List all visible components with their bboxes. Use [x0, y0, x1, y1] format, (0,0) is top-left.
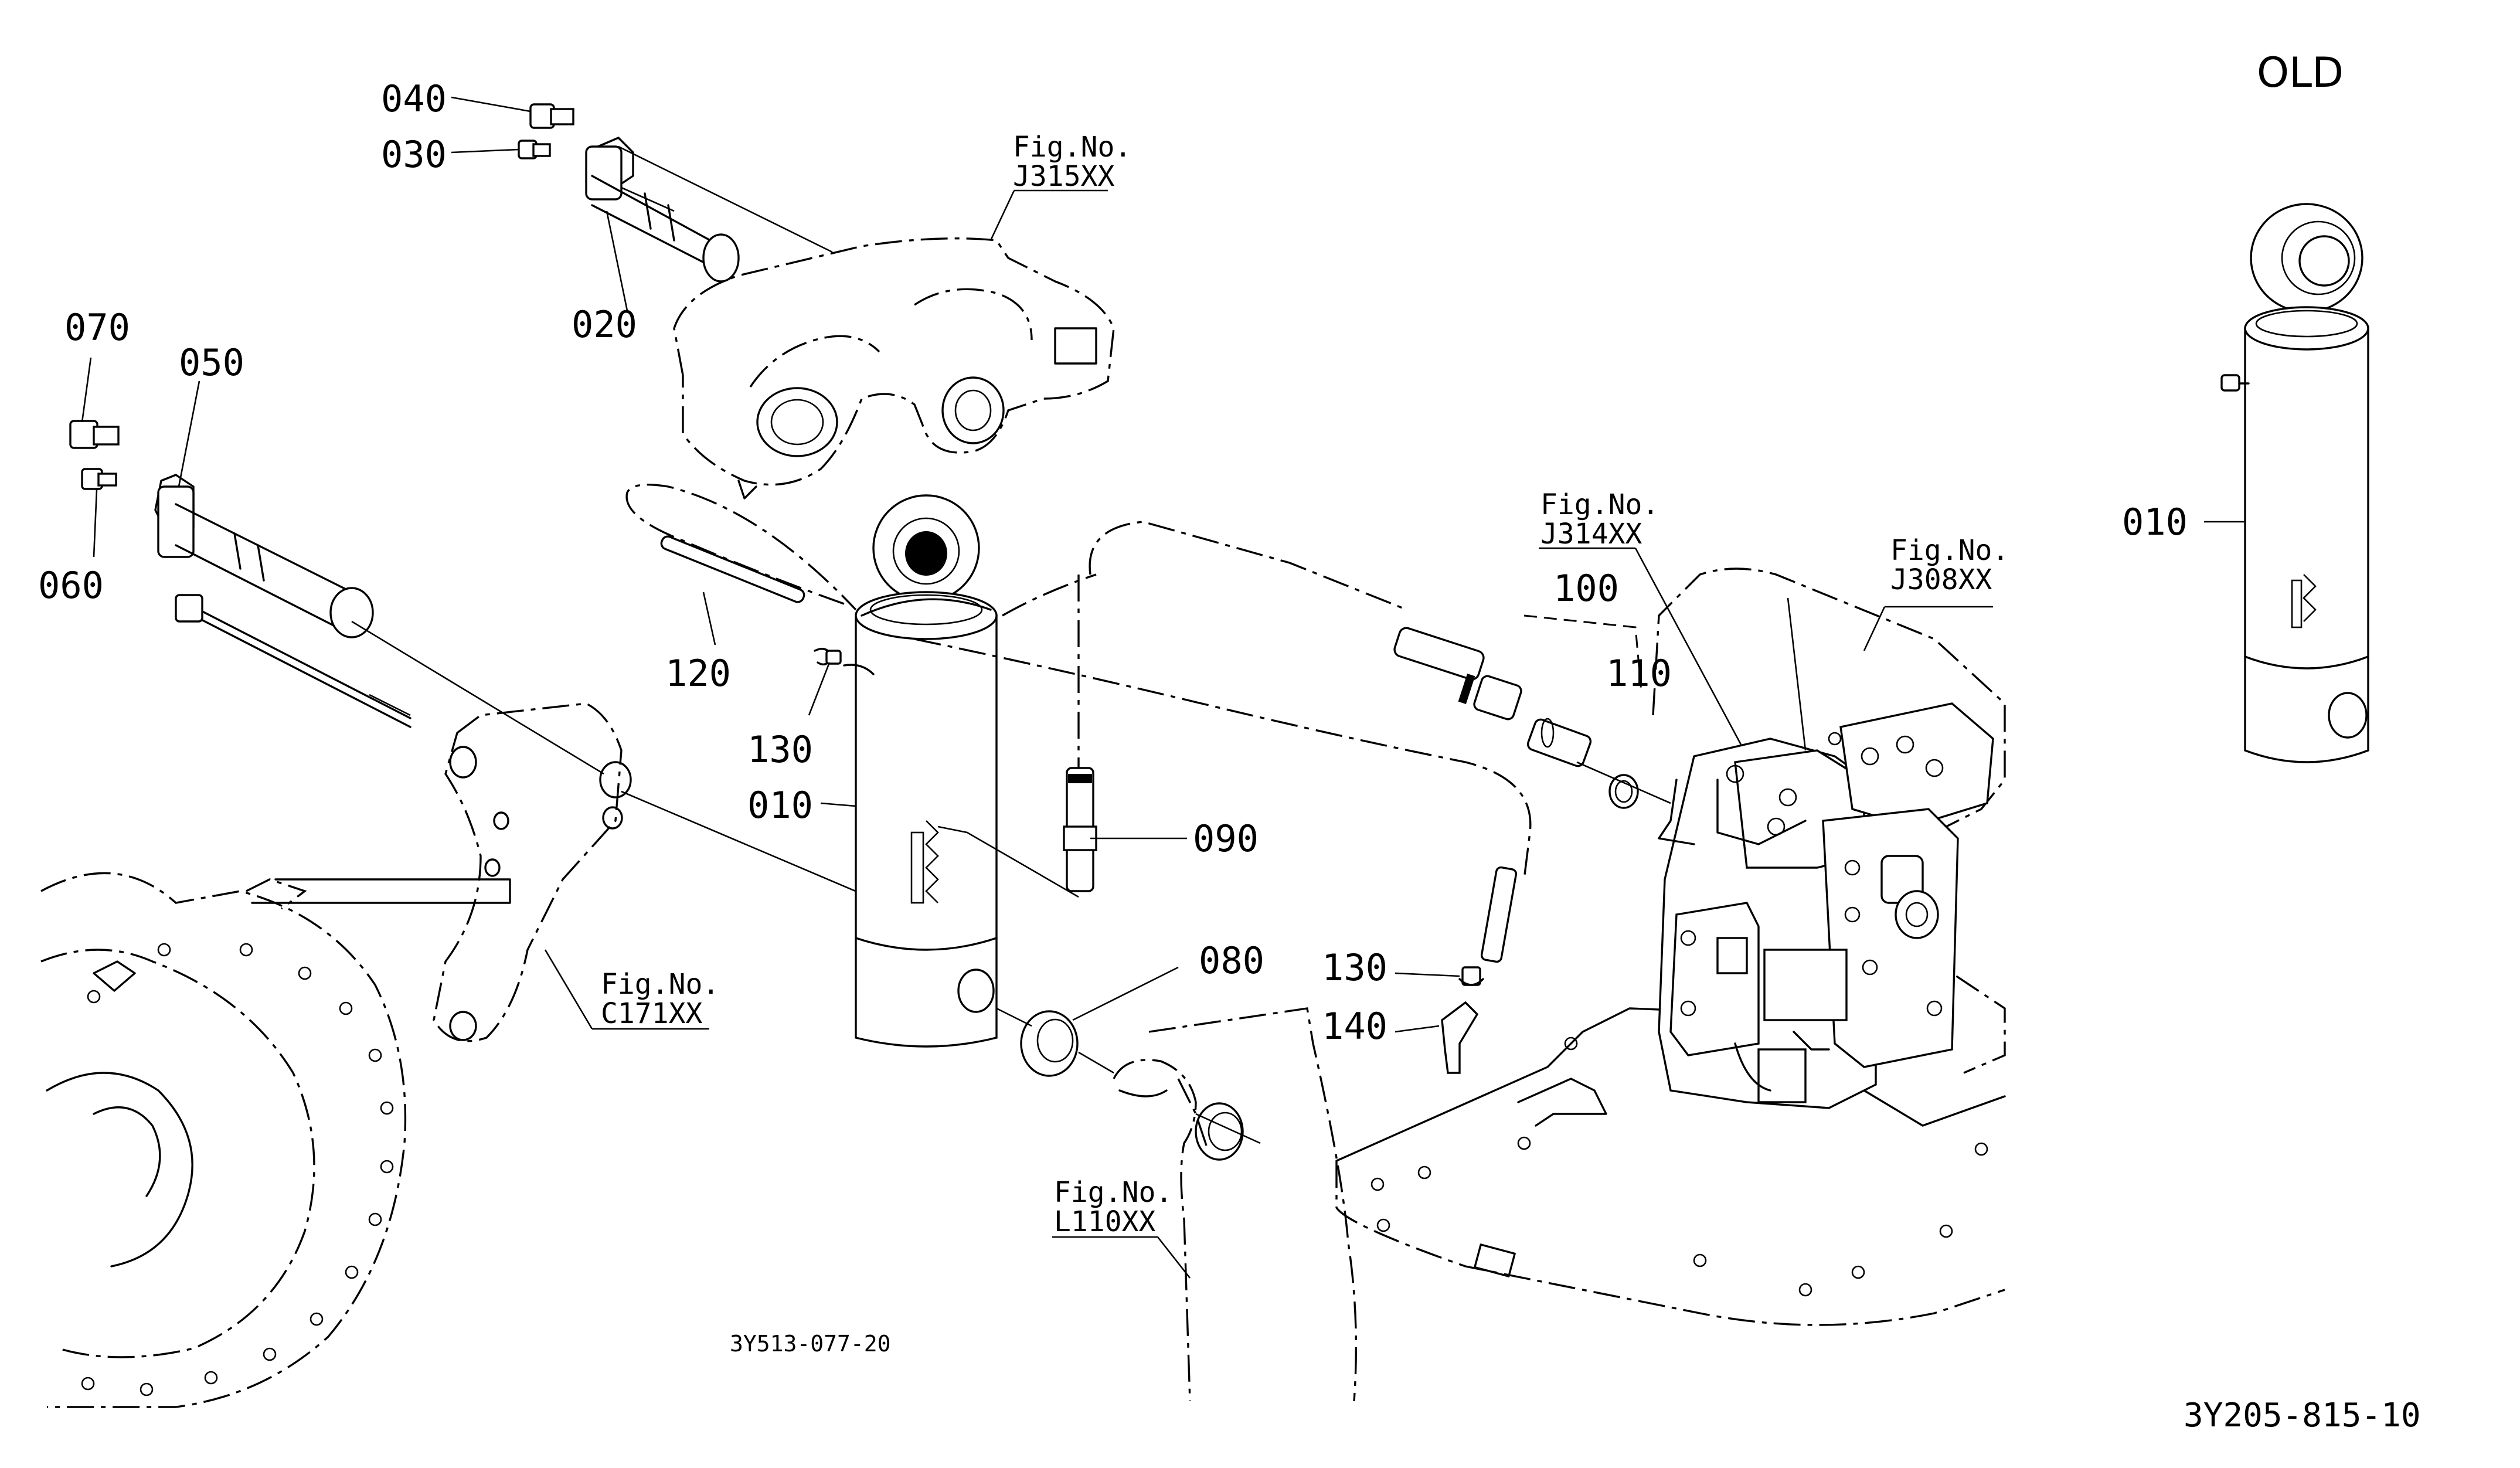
callout-120: 120 [665, 652, 731, 695]
callout-100: 100 [1553, 567, 1619, 610]
callout-110: 110 [1606, 652, 1672, 695]
ref-j308-label: Fig.No. [1890, 534, 2009, 567]
old-cylinder-010 [2220, 203, 2369, 763]
adapter-100 [1526, 718, 1592, 767]
callout-020: 020 [572, 303, 637, 346]
callout-010-old: 010 [2122, 501, 2188, 543]
cylinder-decal [910, 820, 939, 904]
ref-j308-code: J308XX [1890, 563, 1992, 596]
elbow-140 [1441, 1001, 1479, 1074]
valve-assembly-phantom [1335, 568, 2006, 1326]
callout-130-left: 130 [747, 728, 813, 771]
ref-j315-code: J315XX [1013, 160, 1114, 193]
sub-drawing-number: 3Y513-077-20 [730, 1331, 891, 1357]
sensor-line-090 [937, 521, 1407, 898]
callout-010-main: 010 [747, 784, 813, 827]
callout-090: 090 [1193, 817, 1259, 860]
bolt-060 [81, 468, 117, 490]
housing-bolt-holes [81, 943, 394, 1396]
pipe-130-140 [1441, 866, 1518, 1074]
valve-body-block [1658, 702, 1994, 1109]
base-plate-holes [1370, 1037, 1988, 1297]
pin-020-assembly [518, 103, 833, 283]
callout-070: 070 [64, 306, 130, 349]
o-ring-110 [1608, 774, 1639, 809]
cylinder-010 [855, 494, 998, 1048]
lift-arm-phantom [673, 237, 1115, 499]
pin-050-assembly [69, 420, 412, 728]
bolt-030 [518, 140, 551, 159]
bracket-phantom [351, 620, 897, 1042]
old-cylinder-grease-nipple [2220, 374, 2250, 392]
callout-030: 030 [381, 133, 447, 176]
ref-l110-label: Fig.No. [1054, 1176, 1172, 1209]
lower-link-phantom [1113, 1007, 1358, 1402]
valve-holes [1680, 732, 1944, 1017]
callout-050: 050 [179, 341, 244, 384]
bolt-070 [69, 420, 120, 449]
ref-j315-label: Fig.No. [1013, 131, 1131, 164]
ref-j314-code: J314XX [1540, 518, 1642, 550]
callout-060: 060 [38, 564, 104, 607]
callout-130-right: 130 [1322, 946, 1387, 989]
ref-c171-label: Fig.No. [601, 968, 719, 1001]
hose-120 [625, 483, 875, 675]
bolt-040 [529, 103, 574, 129]
valve-line-100 [914, 614, 1671, 880]
callout-080: 080 [1199, 939, 1264, 982]
figure-references: Fig.No. J315XX Fig.No. J314XX Fig.No. J3… [601, 131, 2009, 1238]
clamp-130-left [814, 648, 875, 675]
callout-140: 140 [1322, 1005, 1387, 1048]
callout-labels: 040 030 020 070 050 060 120 130 010 090 … [38, 77, 2188, 1048]
ref-j314-label: Fig.No. [1540, 488, 1659, 521]
old-version-title: OLD [2257, 49, 2344, 97]
old-cylinder-decal [2291, 574, 2317, 628]
ref-c171-code: C171XX [601, 997, 702, 1030]
collar-080 [996, 1007, 1114, 1077]
transmission-housing-phantom [40, 872, 511, 1408]
clamp-130-right [1458, 966, 1484, 986]
callout-040: 040 [381, 77, 447, 120]
ref-l110-code: L110XX [1054, 1205, 1155, 1238]
leader-lines [81, 96, 2245, 1279]
fitting-100-connector [1393, 627, 1522, 721]
drawing-number: 3Y205-815-10 [2184, 1396, 2421, 1435]
